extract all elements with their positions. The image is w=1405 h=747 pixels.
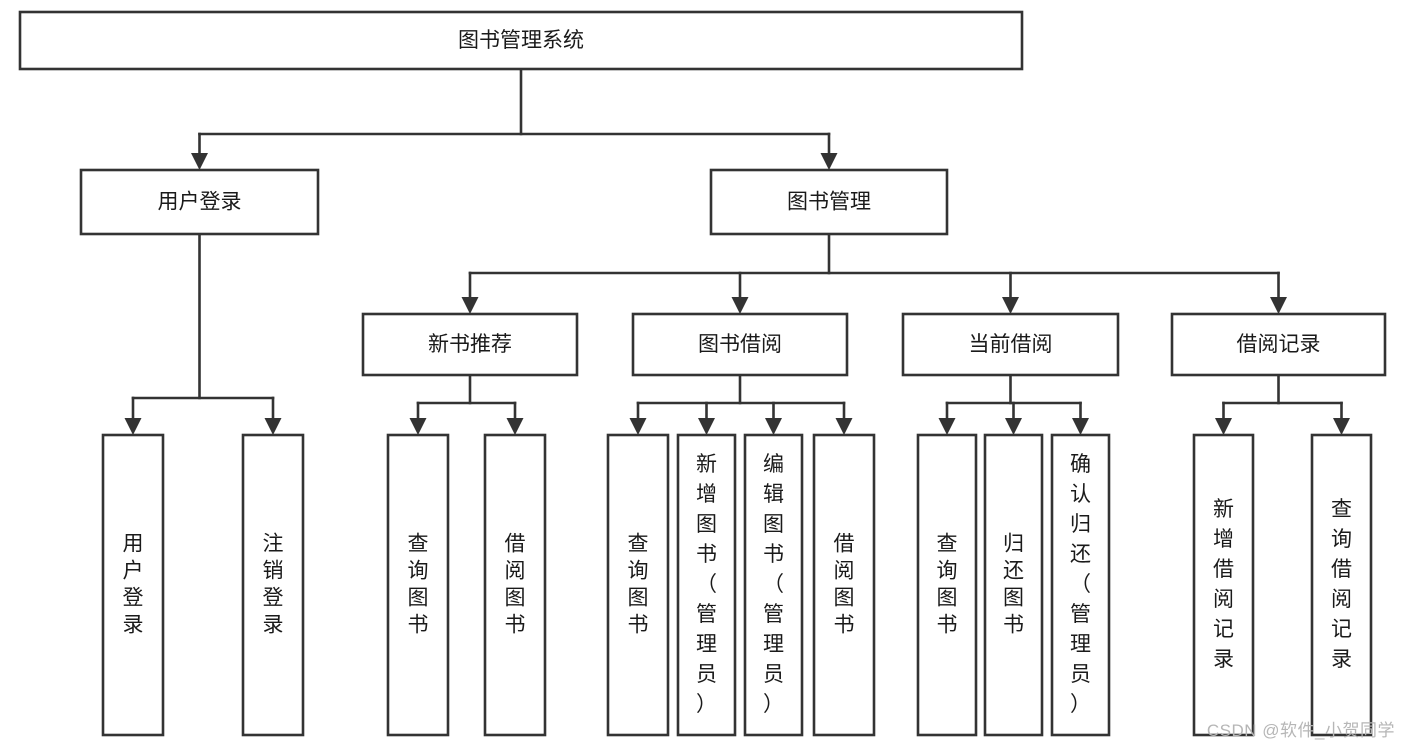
node-label-leaf-query-book-rec: 查询图书 [408, 533, 429, 637]
node-leaf-query-book-rec[interactable]: 查询图书 [386, 433, 450, 737]
node-box-leaf-confirm-return-admin [1050, 433, 1111, 737]
node-label-root: 图书管理系统 [458, 29, 584, 52]
node-label-leaf-logout-login: 注销登录 [263, 533, 284, 637]
node-box-borrow-record [1170, 312, 1387, 377]
node-label-user-login: 用户登录 [158, 191, 242, 214]
node-book-manage[interactable]: 图书管理 [709, 168, 949, 236]
node-label-leaf-edit-book-admin: 编辑图书（管理员） [763, 453, 784, 716]
nodes-layer: 图书管理系统用户登录图书管理新书推荐图书借阅当前借阅借阅记录用户登录注销登录查询… [18, 10, 1387, 737]
node-current-borrow[interactable]: 当前借阅 [901, 312, 1120, 377]
arrow-head-icon [835, 418, 853, 435]
arrow-head-icon [629, 418, 647, 435]
node-box-leaf-edit-book-admin [743, 433, 804, 737]
node-box-leaf-return-book [983, 433, 1044, 737]
node-label-current-borrow: 当前借阅 [969, 333, 1053, 356]
node-box-new-book-rec [361, 312, 579, 377]
node-label-leaf-borrow-book-rec: 借阅图书 [505, 533, 526, 637]
node-leaf-query-book-current[interactable]: 查询图书 [916, 433, 978, 737]
arrow-head-icon [461, 297, 479, 314]
node-leaf-user-login[interactable]: 用户登录 [101, 433, 165, 737]
arrow-head-icon [938, 418, 956, 435]
node-label-book-borrow: 图书借阅 [698, 333, 782, 356]
node-label-leaf-query-book-borrow: 查询图书 [628, 533, 649, 637]
node-leaf-confirm-return-admin[interactable]: 确认归还（管理员） [1050, 433, 1111, 737]
node-leaf-logout-login[interactable]: 注销登录 [241, 433, 305, 737]
node-label-borrow-record: 借阅记录 [1237, 333, 1321, 356]
arrow-head-icon [820, 153, 838, 170]
node-label-leaf-add-borrow-record: 新增借阅记录 [1213, 498, 1234, 671]
node-label-leaf-confirm-return-admin: 确认归还（管理员） [1070, 453, 1091, 716]
node-box-leaf-query-borrow-record [1310, 433, 1373, 737]
arrow-head-icon [124, 418, 142, 435]
arrow-head-icon [1333, 418, 1350, 435]
node-label-leaf-return-book: 归还图书 [1003, 533, 1024, 637]
node-leaf-add-book-admin[interactable]: 新增图书（管理员） [676, 433, 737, 737]
node-box-leaf-user-login [101, 433, 165, 737]
node-label-leaf-query-borrow-record: 查询借阅记录 [1331, 498, 1352, 671]
node-box-book-manage [709, 168, 949, 236]
node-leaf-return-book[interactable]: 归还图书 [983, 433, 1044, 737]
node-box-leaf-query-book-rec [386, 433, 450, 737]
node-leaf-query-book-borrow[interactable]: 查询图书 [606, 433, 670, 737]
node-label-leaf-query-book-current: 查询图书 [937, 533, 958, 637]
arrow-head-icon [765, 418, 782, 435]
node-box-current-borrow [901, 312, 1120, 377]
arrow-head-icon [191, 153, 208, 170]
arrow-head-icon [698, 418, 715, 435]
arrow-head-icon [1270, 297, 1287, 314]
arrow-head-icon [731, 297, 749, 314]
node-box-leaf-logout-login [241, 433, 305, 737]
arrow-head-icon [506, 418, 524, 435]
node-box-leaf-add-borrow-record [1192, 433, 1255, 737]
node-box-leaf-borrow-book [812, 433, 876, 737]
node-box-book-borrow [631, 312, 849, 377]
node-label-leaf-add-book-admin: 新增图书（管理员） [696, 453, 717, 716]
arrow-head-icon [1005, 418, 1022, 435]
node-borrow-record[interactable]: 借阅记录 [1170, 312, 1387, 377]
node-label-new-book-rec: 新书推荐 [428, 333, 512, 356]
node-box-leaf-query-book-borrow [606, 433, 670, 737]
arrow-head-icon [1215, 418, 1232, 435]
arrow-head-icon [1072, 418, 1089, 435]
node-box-leaf-borrow-book-rec [483, 433, 547, 737]
node-box-root [18, 10, 1024, 71]
arrow-head-icon [264, 418, 282, 435]
node-label-book-manage: 图书管理 [787, 191, 871, 214]
arrow-head-icon [409, 418, 427, 435]
node-leaf-edit-book-admin[interactable]: 编辑图书（管理员） [743, 433, 804, 737]
connectors-layer [124, 67, 1350, 435]
node-leaf-borrow-book-rec[interactable]: 借阅图书 [483, 433, 547, 737]
node-user-login[interactable]: 用户登录 [79, 168, 320, 236]
node-label-leaf-user-login: 用户登录 [123, 533, 144, 637]
node-book-borrow[interactable]: 图书借阅 [631, 312, 849, 377]
node-box-leaf-query-book-current [916, 433, 978, 737]
node-box-user-login [79, 168, 320, 236]
node-leaf-add-borrow-record[interactable]: 新增借阅记录 [1192, 433, 1255, 737]
node-leaf-query-borrow-record[interactable]: 查询借阅记录 [1310, 433, 1373, 737]
node-label-leaf-borrow-book: 借阅图书 [834, 533, 855, 637]
arrow-head-icon [1002, 297, 1019, 314]
node-root[interactable]: 图书管理系统 [18, 10, 1024, 71]
node-box-leaf-add-book-admin [676, 433, 737, 737]
node-new-book-rec[interactable]: 新书推荐 [361, 312, 579, 377]
node-leaf-borrow-book[interactable]: 借阅图书 [812, 433, 876, 737]
